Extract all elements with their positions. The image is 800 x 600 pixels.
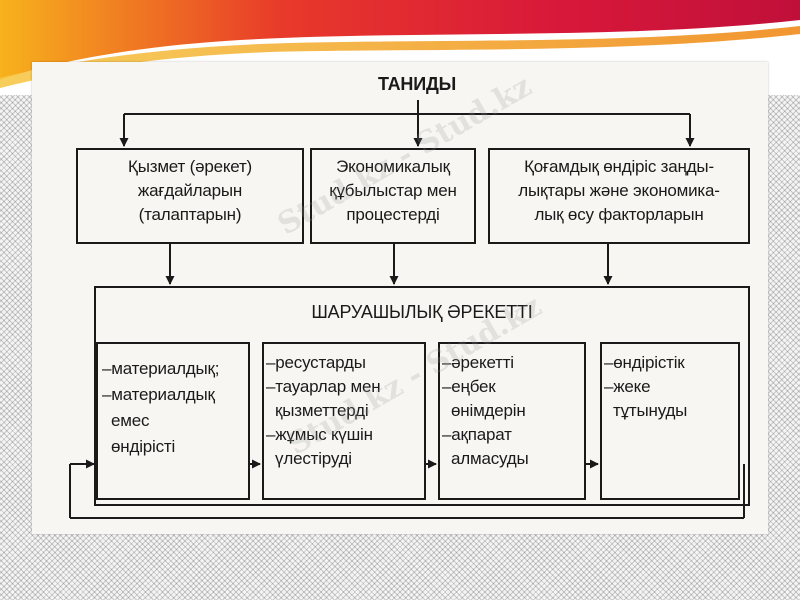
inner-line: –материалдық; — [102, 359, 220, 378]
diagram-panel: ТАНИДЫ Қызмет (әрекет) жағдайларын (тала… — [32, 62, 768, 534]
inner-line: өндірісті — [102, 437, 176, 456]
level1-line: (талаптарын) — [138, 205, 242, 224]
inner-line: емес — [102, 411, 150, 430]
inner-box-distribution: –ресустарды –тауарлар мен қызметтерді –ж… — [262, 342, 426, 500]
inner-box-production: –материалдық; –материалдық емес өндіріст… — [96, 342, 250, 500]
inner-line: –жеке — [604, 377, 651, 396]
inner-line: –еңбек — [442, 377, 496, 396]
level1-line: лық өсу факторларын — [534, 205, 704, 224]
top-label: ТАНИДЫ — [377, 74, 457, 94]
level1-line: жағдайларын — [137, 181, 243, 200]
inner-line: өнімдерін — [442, 401, 526, 420]
inner-line: –материалдық — [102, 385, 215, 404]
level1-box-phenomena: Экономикалық құбылыстар мен процестерді — [310, 148, 476, 244]
main-label: ШАРУАШЫЛЫҚ ӘРЕКЕТТІ — [311, 302, 533, 322]
connector-lines — [69, 100, 745, 519]
inner-line: –тауарлар мен — [266, 377, 381, 396]
main-activity-box — [94, 286, 750, 506]
level1-line: Қоғамдық өндіріс заңды- — [524, 157, 714, 176]
inner-line: –жұмыс күшін — [266, 425, 373, 444]
banner-swoosh — [0, 0, 800, 88]
level1-line: Экономикалық — [336, 157, 450, 176]
level1-line: процестерді — [346, 205, 440, 224]
inner-line: үлестіруді — [266, 449, 352, 468]
inner-box-exchange: –әрекетті –еңбек өнімдерін –ақпарат алма… — [438, 342, 586, 500]
level1-line: лықтары және экономика- — [518, 181, 720, 200]
inner-line: –ресустарды — [266, 353, 366, 372]
inner-line: –өндірістік — [604, 353, 685, 372]
level1-box-laws: Қоғамдық өндіріс заңды- лықтары және эко… — [488, 148, 750, 244]
inner-line: алмасуды — [442, 449, 529, 468]
level1-line: Қызмет (әрекет) — [128, 157, 252, 176]
inner-line: қызметтерді — [266, 401, 369, 420]
level1-box-conditions: Қызмет (әрекет) жағдайларын (талаптарын) — [76, 148, 304, 244]
inner-line: –ақпарат — [442, 425, 512, 444]
inner-line: тұтынуды — [604, 401, 688, 420]
inner-line: –әрекетті — [442, 353, 514, 372]
level1-line: құбылыстар мен — [329, 181, 457, 200]
inner-box-consumption: –өндірістік –жеке тұтынуды — [600, 342, 740, 500]
